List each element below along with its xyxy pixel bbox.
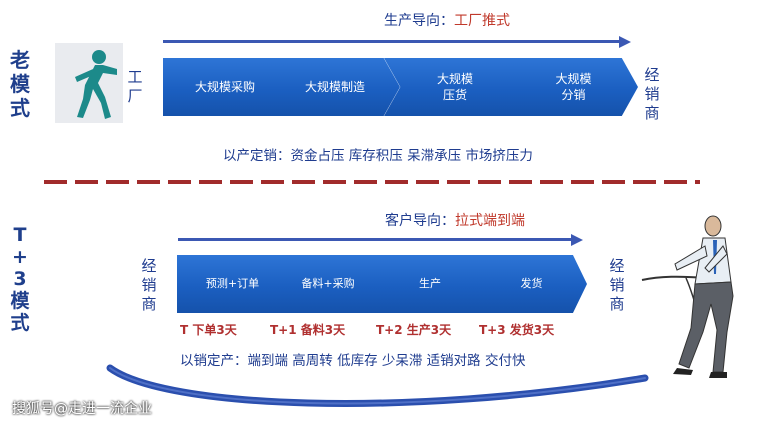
old-mode-title: 老 模 式 [10,48,30,120]
factory-worker-pushing-icon [55,43,123,123]
new-step-3: 生产 [369,255,485,313]
businessman-pulling-rope-icon [665,212,745,384]
period-t: T 下单3天 [180,323,237,337]
curved-return-arrow [106,364,649,407]
period-t3: T+3 发货3天 [479,323,555,337]
watermark: 搜狐号@走进一流企业 [12,401,152,417]
new-step-2-label: 备料+采购 [301,277,355,290]
new-mode-title: T + 3 模 式 [10,224,30,334]
new-direction-arrow-line [178,238,574,241]
old-step-2: 大规模制造 [264,58,400,116]
old-step-3-label: 大规模 压货 [436,72,473,102]
new-step-4: 发货 [470,255,587,313]
new-step-1: 预测+订单 [177,255,282,313]
new-step-1-label: 预测+订单 [205,277,260,290]
mode-divider [44,180,700,184]
new-mode-note: 以销定产：端到端 高周转 低库存 少呆滞 适销对路 交付快 [180,353,526,369]
new-step-2: 备料+采购 [266,255,384,313]
period-t2: T+2 生产3天 [376,323,452,337]
old-orientation: 生产导向：工厂推式 [384,10,510,30]
old-direction-arrow-line [163,40,621,43]
old-orientation-label: 生产导向： [384,13,454,29]
old-step-1: 大规模采购 [163,58,281,116]
old-step-4: 大规模 分销 [503,58,638,116]
old-step-3: 大规模 压货 [384,58,520,116]
old-orientation-value: 工厂推式 [454,13,510,29]
new-orientation-value: 拉式端到端 [455,213,525,229]
old-step-1-label: 大规模采购 [194,80,255,94]
old-mode-note: 以产定销：资金占压 库存积压 呆滞承压 市场挤压力 [223,148,533,164]
new-orientation: 客户导向：拉式端到端 [385,210,525,230]
new-orientation-label: 客户导向： [385,213,455,229]
old-direction-arrow-head-icon [619,35,631,48]
factory-label: 工 厂 [127,68,143,105]
new-step-4-label: 发货 [520,277,543,290]
new-step-3-label: 生产 [419,277,441,290]
old-step-4-label: 大规模 分销 [555,72,592,102]
new-start-distributor-label: 经 销 商 [141,257,157,313]
old-step-2-label: 大规模制造 [304,80,365,94]
period-t1: T+1 备料3天 [270,323,346,337]
new-direction-arrow-head-icon [571,233,583,246]
new-end-distributor-label: 经 销 商 [609,257,625,313]
old-end-distributor-label: 经 销 商 [644,66,660,122]
